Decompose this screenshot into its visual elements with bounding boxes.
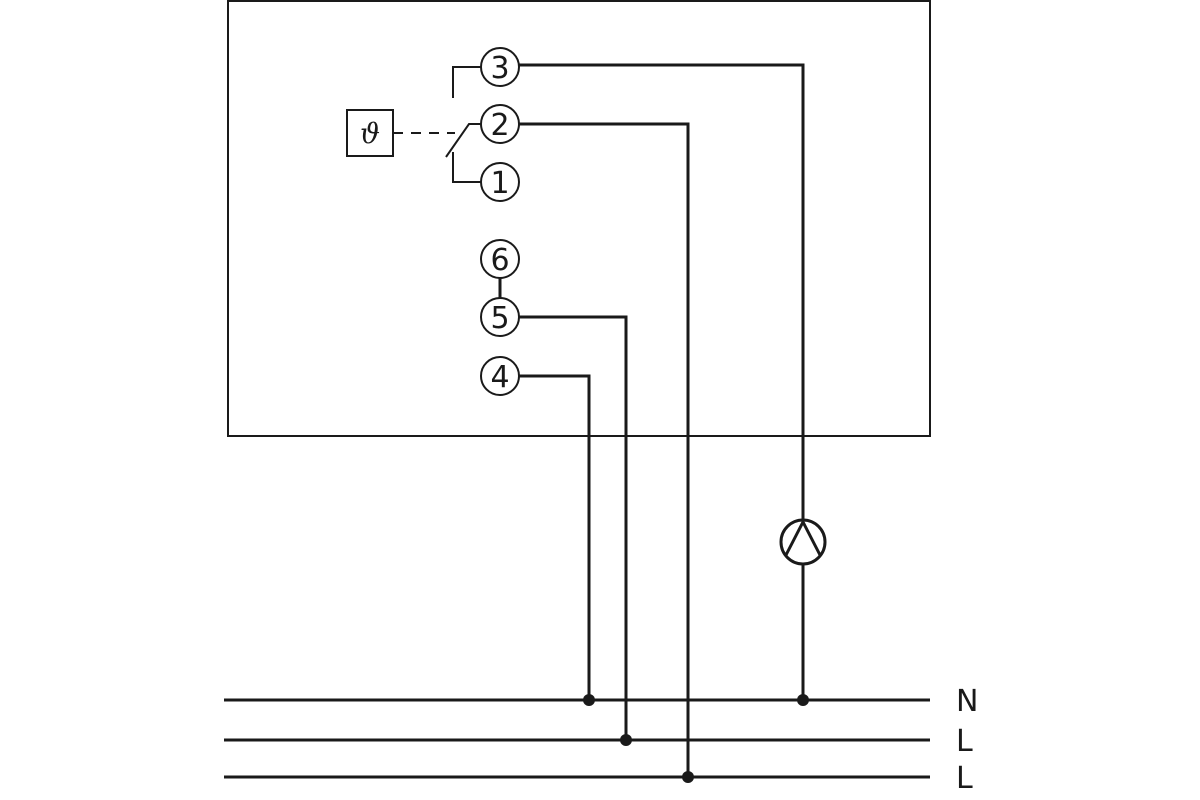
changeover-switch	[445, 66, 481, 183]
terminal-6-circle	[480, 239, 520, 279]
terminal-3-label: 3	[490, 51, 509, 86]
circulation-pump-icon	[779, 518, 827, 566]
wire-terminal-4-to-n	[519, 374, 591, 700]
terminal-1-label: 1	[490, 166, 509, 201]
bus-label-l2: L	[956, 761, 973, 796]
contact-1-lead	[452, 152, 481, 183]
wire-terminal-2-to-l2	[519, 122, 690, 777]
sensor-symbol: ϑ	[360, 117, 380, 150]
bus-label-n: N	[956, 684, 978, 719]
junction-terminal-4-n	[583, 694, 595, 706]
temperature-sensor-icon: ϑ	[346, 109, 394, 157]
terminal-4-label: 4	[490, 360, 509, 395]
junction-terminal-5-l1	[620, 734, 632, 746]
junction-pump-n	[797, 694, 809, 706]
contact-common-blade	[445, 123, 481, 158]
bus-label-l1: L	[956, 724, 973, 759]
contact-3-lead	[452, 66, 481, 98]
wire-terminal-5-to-l1	[519, 315, 628, 740]
junction-terminal-2-l2	[682, 771, 694, 783]
terminal-5-label: 5	[490, 301, 509, 336]
device-enclosure	[227, 0, 931, 437]
terminal-6-label: 6	[490, 243, 509, 278]
pump-triangle	[784, 518, 822, 556]
terminal-1-circle	[480, 162, 520, 202]
terminal-2-label: 2	[490, 108, 509, 143]
wire-terminal-3-to-pump	[519, 63, 805, 520]
terminal-3-circle	[480, 47, 520, 87]
pump-circle	[779, 518, 827, 566]
